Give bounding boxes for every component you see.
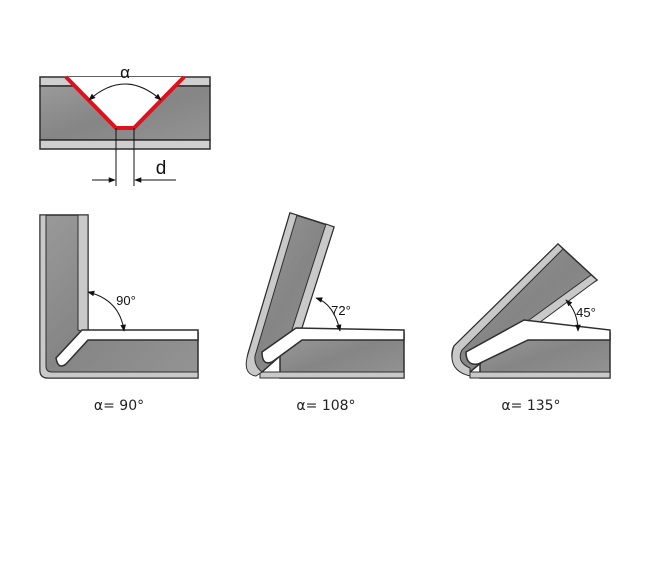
groove-red-edge bbox=[64, 75, 186, 130]
base-clad-bottom bbox=[469, 371, 611, 379]
bend-crack-notch bbox=[261, 327, 405, 364]
groove-cross-section: α d bbox=[39, 63, 211, 186]
inclined-arm-clad-outer bbox=[245, 212, 298, 377]
bend-angle-arc-90 bbox=[87, 290, 126, 332]
v-groove-cut bbox=[66, 77, 184, 128]
bend-crack-notch bbox=[55, 329, 199, 367]
bend-angle-label-90: 90° bbox=[116, 293, 136, 308]
outer-clad-strip bbox=[39, 214, 199, 379]
caption-sample-108: α= 108° bbox=[296, 398, 356, 414]
bend-sample-72: 72° bbox=[245, 212, 405, 379]
caption-sample-135: α= 135° bbox=[501, 398, 561, 414]
groove-angle-symbol: α bbox=[120, 63, 130, 82]
groove-angle-arc bbox=[88, 83, 162, 101]
bend-sample-45: 45° bbox=[451, 242, 611, 379]
caption-sample-90: α= 90° bbox=[93, 398, 145, 414]
bottom-clad-layer bbox=[39, 139, 211, 150]
bend-angle-label-72: 72° bbox=[331, 303, 351, 318]
inclined-arm-clad-outer bbox=[451, 243, 564, 377]
base-clad-bottom bbox=[259, 371, 405, 379]
vertical-clad-strip bbox=[77, 214, 89, 334]
groove-width-symbol: d bbox=[156, 158, 167, 179]
bend-sample-90: 90° bbox=[39, 214, 199, 379]
bend-angle-arc-45 bbox=[565, 299, 581, 332]
bend-angle-arc-72 bbox=[315, 297, 342, 332]
bend-angle-label-45: 45° bbox=[576, 305, 596, 320]
